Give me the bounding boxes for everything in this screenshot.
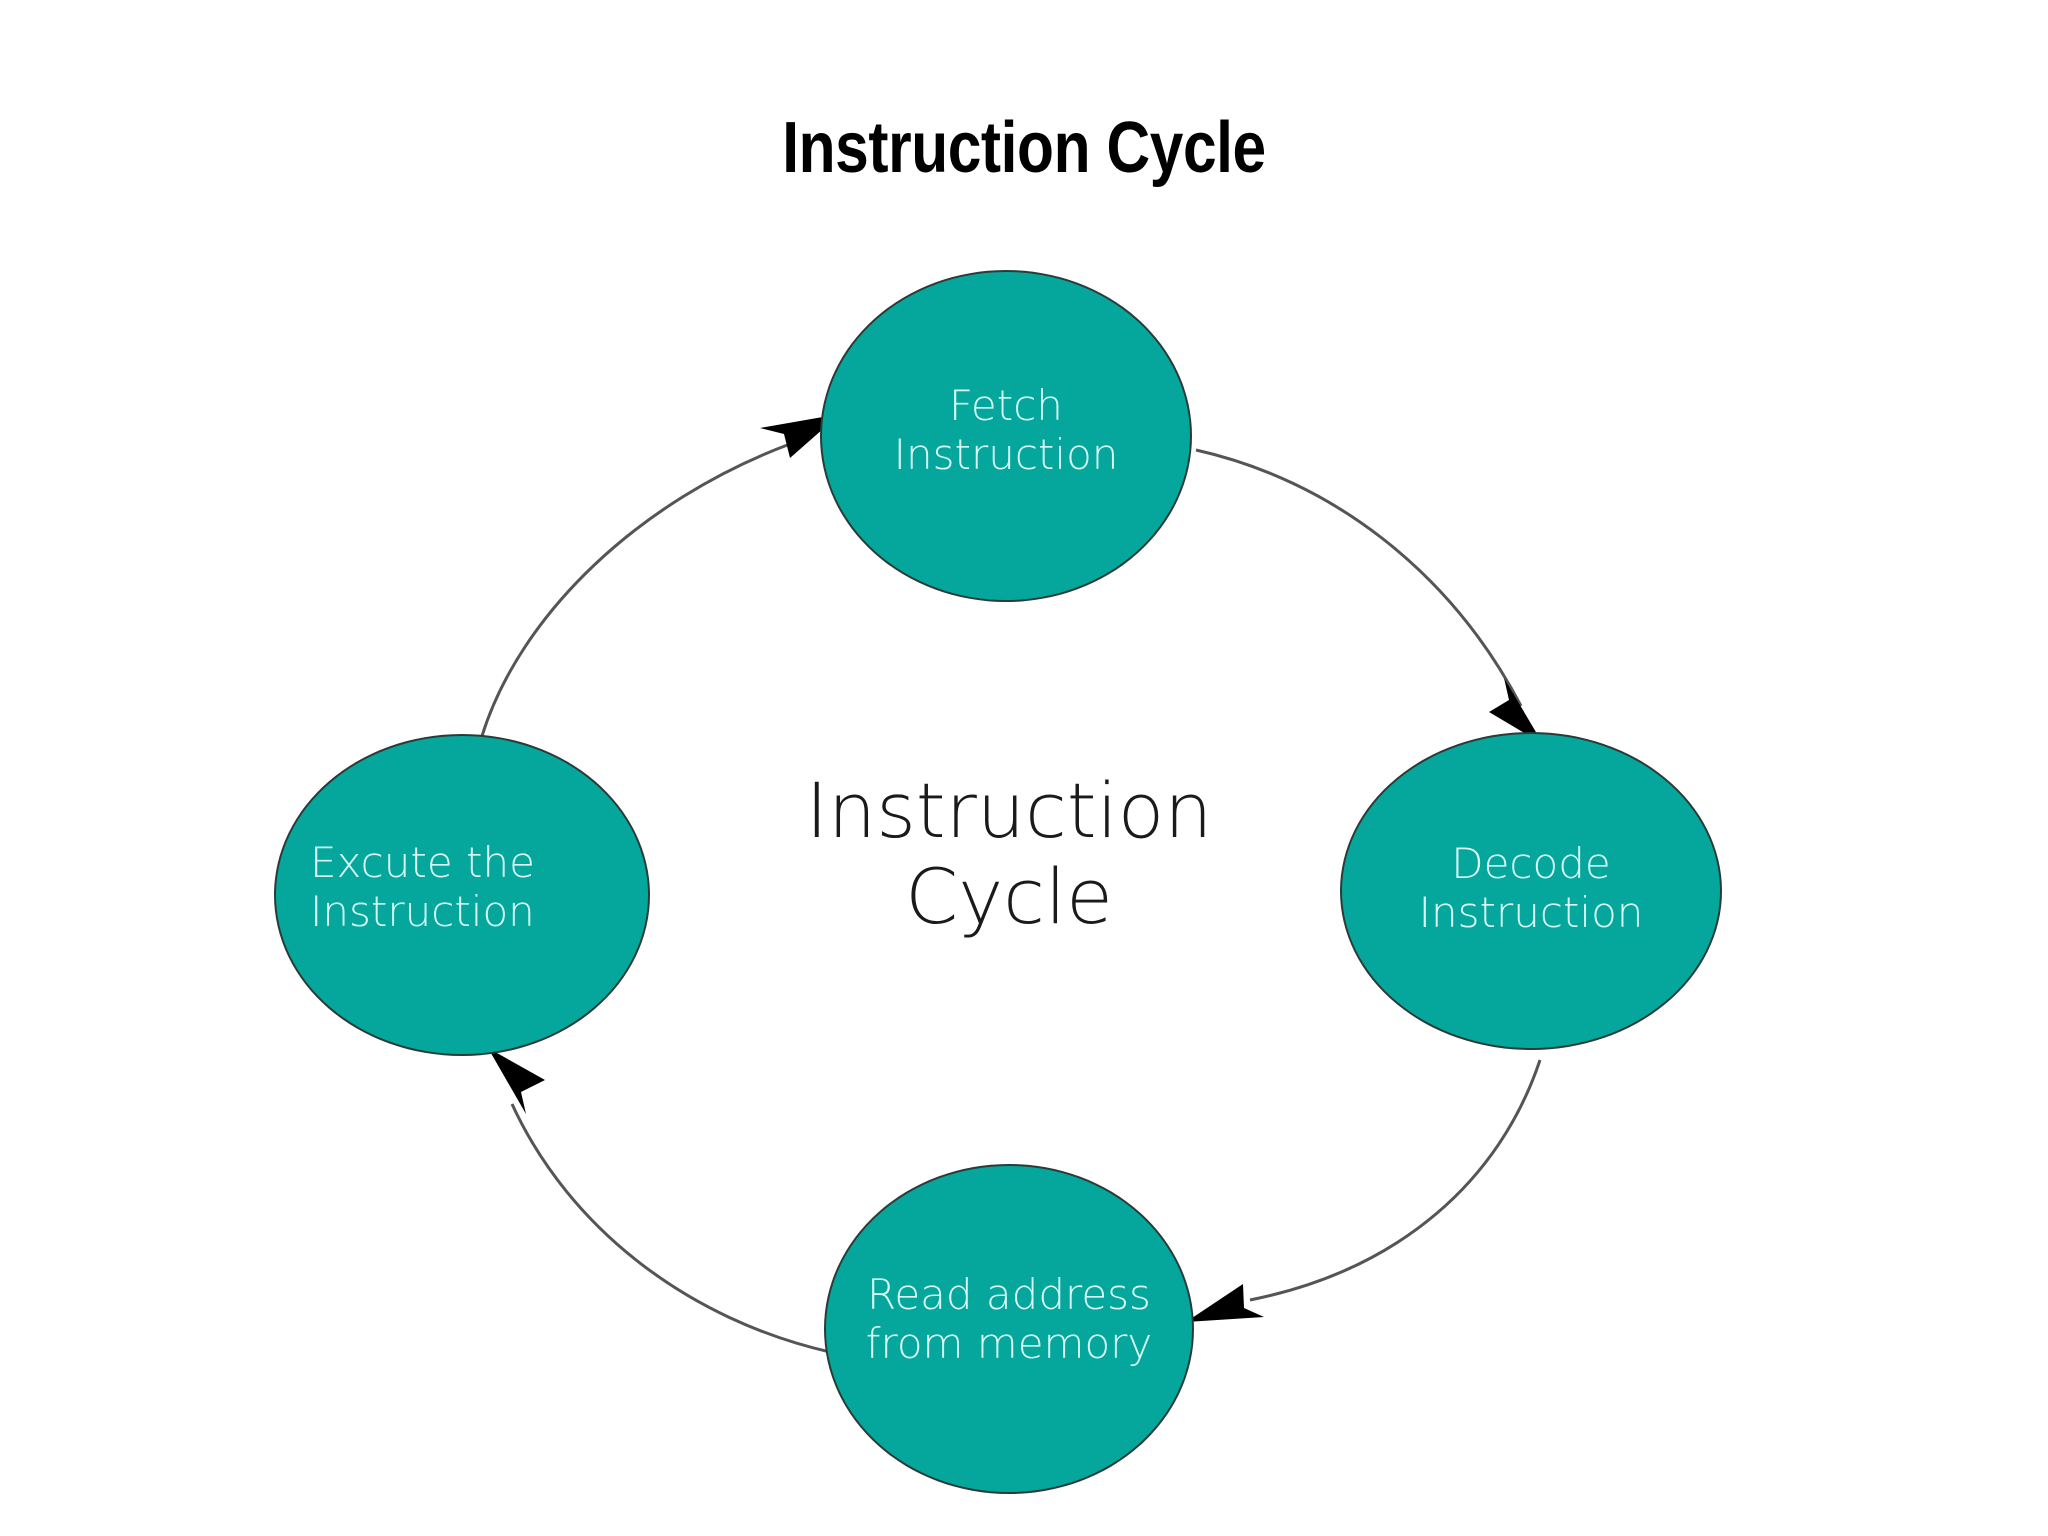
cycle-node-read-address-line-1: Read address	[867, 1270, 1151, 1319]
cycle-node-read-address-line-2: from memory	[865, 1319, 1153, 1368]
cycle-node-fetch-line-2: Instruction	[893, 430, 1119, 479]
center-label: Instruction Cycle	[714, 768, 1304, 940]
edge-read-to-execute	[488, 1048, 831, 1354]
edge-decode-to-read	[1186, 1059, 1542, 1322]
cycle-node-execute-label: Excute the Instruction	[276, 838, 535, 936]
edge-line-execute-to-fetch	[480, 442, 791, 737]
center-label-line-1: Instruction	[805, 766, 1213, 855]
cycle-node-decode[interactable]: Decode Instruction	[1340, 732, 1722, 1050]
cycle-node-read-address-label: Read address from memory	[866, 1270, 1153, 1368]
edge-line-decode-to-read	[1249, 1059, 1542, 1302]
cycle-node-fetch-line-1: Fetch	[949, 381, 1063, 430]
arrowhead-into-read	[1186, 1284, 1264, 1322]
cycle-node-decode-line-2: Instruction	[1418, 888, 1644, 937]
cycle-node-read-address[interactable]: Read address from memory	[824, 1164, 1194, 1494]
cycle-node-execute-line-1: Excute the	[310, 838, 535, 887]
edge-fetch-to-decode	[1195, 448, 1543, 744]
center-label-line-2: Cycle	[905, 852, 1113, 941]
cycle-node-decode-label: Decode Instruction	[1419, 839, 1644, 937]
arrowhead-into-execute	[488, 1048, 545, 1114]
edge-execute-to-fetch	[480, 414, 840, 737]
cycle-node-execute[interactable]: Excute the Instruction	[274, 734, 650, 1056]
edge-line-fetch-to-decode	[1195, 448, 1523, 707]
edge-line-read-to-execute	[510, 1103, 831, 1354]
cycle-node-fetch-label: Fetch Instruction	[894, 381, 1119, 479]
cycle-node-execute-line-2: Instruction	[310, 887, 535, 936]
arrowhead-into-decode	[1489, 678, 1543, 744]
cycle-node-fetch[interactable]: Fetch Instruction	[820, 270, 1192, 602]
cycle-node-decode-line-1: Decode	[1451, 839, 1611, 888]
page-title: Instruction Cycle	[782, 108, 1266, 188]
